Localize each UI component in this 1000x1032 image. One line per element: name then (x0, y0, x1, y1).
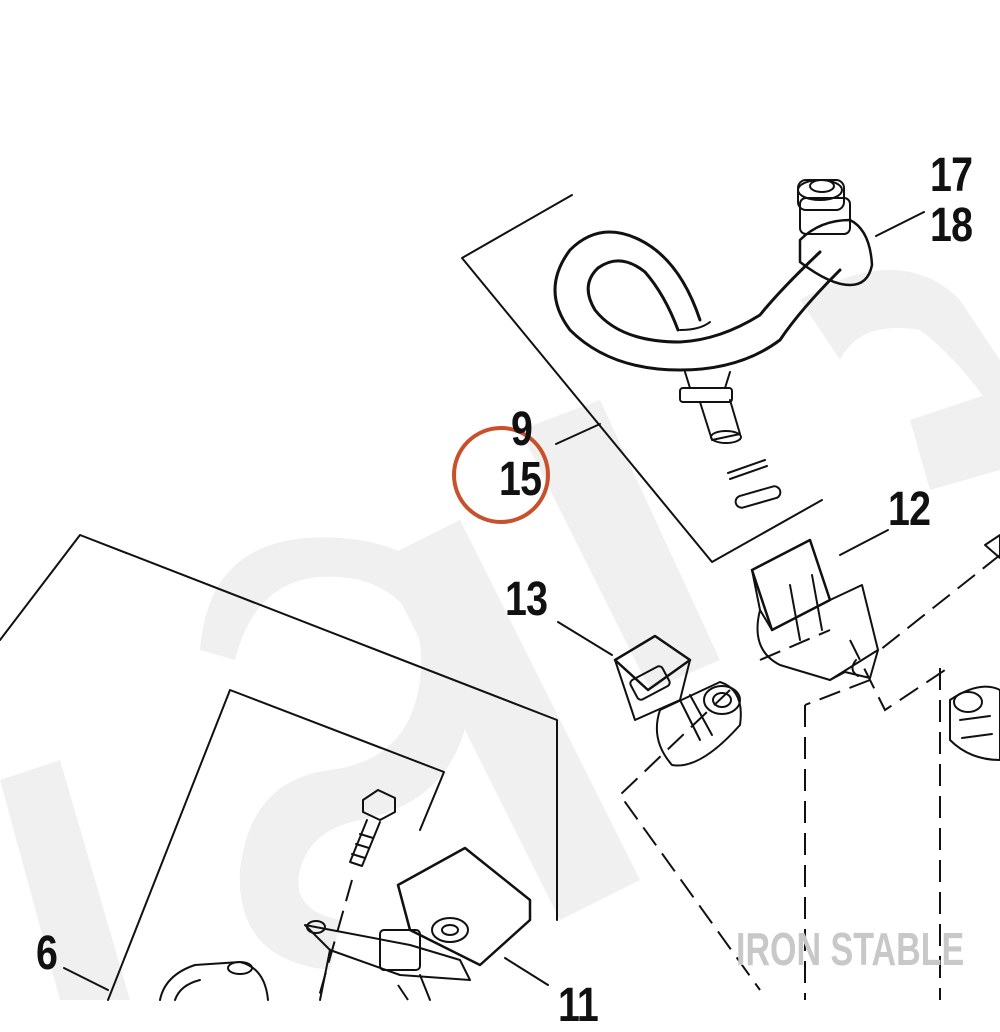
sensor-part-11 (304, 846, 532, 1001)
callout-11: 11 (558, 979, 599, 1032)
o-rings (727, 459, 782, 509)
dashed-connections (317, 554, 1000, 1001)
bolt (349, 789, 396, 867)
highlight-circle (452, 426, 550, 524)
callout-17: 17 (930, 149, 973, 202)
callout-18: 18 (930, 199, 973, 252)
brand-watermark: IRON STABLE (736, 923, 965, 975)
frame-outer-left (0, 534, 558, 921)
fuel-hose (553, 179, 874, 444)
frame-inner-left (107, 689, 445, 1001)
background-watermark (0, 270, 1000, 1000)
housing-part-6 (159, 961, 269, 1001)
frame-hose-group (461, 194, 823, 563)
connector-part-13 (613, 634, 742, 767)
callout-12: 12 (888, 483, 931, 536)
leader-11 (504, 957, 549, 986)
callout-13: 13 (505, 573, 548, 626)
leader-6 (63, 967, 109, 991)
connector-part-12 (750, 538, 879, 681)
callout-6: 6 (36, 927, 58, 980)
leader-12 (839, 529, 889, 556)
exploded-parts-drawing (0, 179, 1000, 1001)
parts-diagram: 17 18 9 15 12 13 6 11 IRON STABLE (0, 149, 1000, 1030)
leader-13 (557, 621, 613, 656)
leader-9 (555, 423, 601, 445)
connector-right (949, 534, 1000, 761)
leader-17-18 (875, 211, 925, 237)
callout-9: 9 (511, 403, 533, 456)
callout-15: 15 (499, 453, 542, 506)
